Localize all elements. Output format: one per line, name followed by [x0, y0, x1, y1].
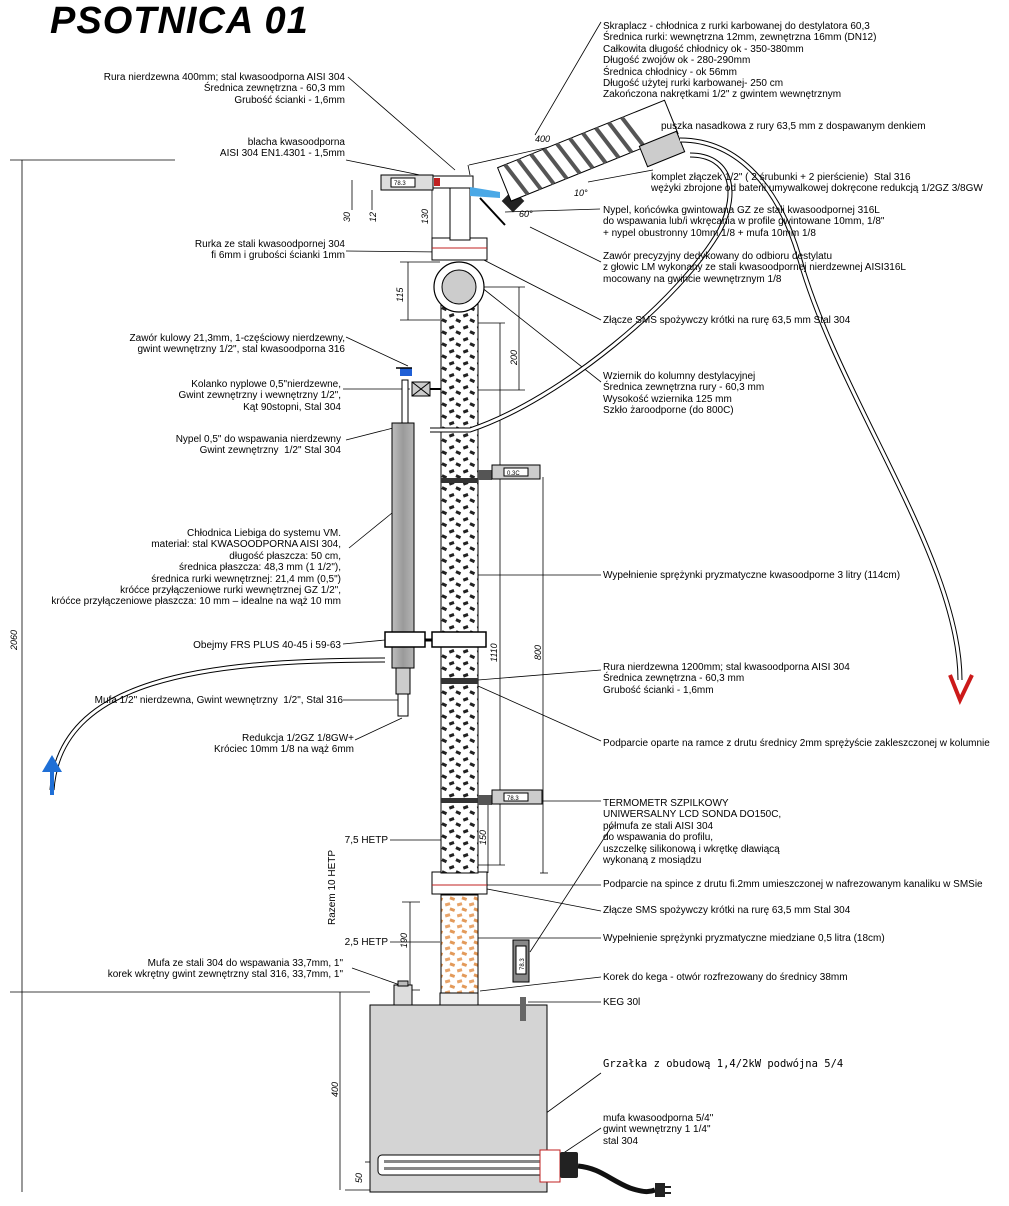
- main-column: [440, 297, 479, 874]
- dim-50: 50: [354, 1173, 364, 1183]
- label-mufa-half: Mufa 1/2" nierdzewna, Gwint wewnętrzny 1…: [94, 695, 343, 706]
- dim-400b: 400: [330, 1082, 340, 1097]
- thermometer-1: [478, 464, 541, 480]
- dim-400: 400: [535, 134, 550, 144]
- label-zawor-prec: Zawór precyzyjny dedykowany do odbioru d…: [603, 251, 906, 285]
- sms-coupling-lower: [431, 871, 488, 895]
- label-kolanko: Kolanko nyplowe 0,5"nierdzewne, Gwint ze…: [178, 379, 342, 413]
- label-rura-1200: Rura nierdzewna 1200mm; stal kwasoodporn…: [603, 662, 850, 696]
- label-wypelnienie-05: Wypełnienie sprężynki pryzmatyczne miedz…: [603, 933, 885, 944]
- dim-200: 200: [509, 350, 519, 366]
- dimension-lines: [10, 122, 637, 1192]
- label-mufa-stal: Mufa ze stali 304 do wspawania 33,7mm, 1…: [107, 958, 343, 981]
- label-liebig: Chłodnica Liebiga do systemu VM. materia…: [51, 528, 341, 608]
- label-wypelnienie-3: Wypełnienie sprężynki pryzmatyczne kwaso…: [603, 570, 901, 581]
- label-hetp-75: 7,5 HETP: [344, 835, 388, 846]
- label-rura-400: Rura nierdzewna 400mm; stal kwasoodporna…: [103, 72, 345, 106]
- thermometer-2: [478, 789, 543, 805]
- thermo-1-value: 0.3C: [507, 471, 520, 477]
- label-komplet: komplet złączek 1/2" ( 2 śrubunki + 2 pi…: [651, 172, 983, 195]
- dim-12: 12: [368, 212, 378, 222]
- leader-lines: [342, 21, 657, 1161]
- label-razem-hetp: Razem 10 HETP: [327, 850, 338, 925]
- dim-150: 150: [478, 830, 488, 845]
- distillate-flow: [470, 187, 500, 198]
- label-termometr: TERMOMETR SZPILKOWY UNIWERSALNY LCD SOND…: [603, 798, 782, 867]
- thermometer-head: [380, 174, 434, 191]
- water-out-arrow: [948, 674, 974, 705]
- label-puszka: puszka nasadkowa z rury 63,5 mm z dospaw…: [661, 121, 926, 132]
- label-korek: Korek do kega - otwór rozfrezowany do śr…: [603, 972, 848, 983]
- keg-thermometer-probe: [520, 997, 526, 1021]
- label-zawor-kulowy: Zawór kulowy 21,3mm, 1-częściowy nierdze…: [129, 333, 345, 356]
- label-wziernik: Wziernik do kolumny destylacyjnej Średni…: [603, 371, 765, 417]
- label-hetp-25: 2,5 HETP: [344, 937, 388, 948]
- label-podparcie-spinka: Podparcie na spince z drutu fi.2mm umies…: [603, 879, 983, 890]
- label-podparcie: Podparcie oparte na ramce z drutu średni…: [603, 738, 990, 749]
- label-nypel: Nypel 0,5" do wspawania nierdzewny Gwint…: [175, 434, 341, 457]
- label-obejmy: Obejmy FRS PLUS 40-45 i 59-63: [193, 640, 341, 651]
- thermo-head-value: 78.3: [394, 181, 406, 187]
- page-title: PSOTNICA 01: [50, 0, 309, 42]
- dimroth-condenser: [496, 99, 679, 202]
- dim-115: 115: [395, 287, 405, 302]
- label-redukcja: Redukcja 1/2GZ 1/8GW+ Króciec 10mm 1/8 n…: [213, 733, 354, 756]
- copper-packing-section: [440, 894, 479, 994]
- label-zlacze-1: Złącze SMS spożywczy krótki na rurę 63,5…: [603, 315, 851, 326]
- sms-coupling-upper: [431, 237, 488, 261]
- label-keg: KEG 30l: [603, 997, 641, 1008]
- thermo-keg-value: 78.3: [520, 958, 526, 970]
- upper-tube: [449, 184, 471, 241]
- clamp-left: [384, 631, 426, 648]
- dim-130: 130: [420, 209, 430, 224]
- dim-30: 30: [342, 212, 352, 222]
- label-skraplacz: Skraplacz - chłodnica z rurki karbowanej…: [603, 21, 877, 101]
- label-zlacze-2: Złącze SMS spożywczy krótki na rurę 63,5…: [603, 905, 851, 916]
- heater-element: [377, 1149, 671, 1197]
- dim-1110: 1110: [489, 643, 499, 662]
- label-rurka: Rurka ze stali kwasoodpornej 304 fi 6mm …: [194, 239, 345, 262]
- label-blacha: blacha kwasoodporna AISI 304 EN1.4301 - …: [219, 137, 345, 160]
- label-grzalka: Grzałka z obudową 1,4/2kW podwójna 5/4: [603, 1058, 844, 1070]
- thermo-2-value: 78.3: [507, 796, 519, 802]
- dim-190: 190: [399, 933, 409, 948]
- dim-60deg: 60°: [519, 209, 533, 219]
- thermometer-keg: [512, 939, 530, 983]
- clamp-right: [431, 631, 487, 648]
- dim-10deg: 10°: [574, 188, 588, 198]
- keg-plug: [393, 984, 413, 1006]
- dim-800: 800: [533, 645, 543, 660]
- label-mufa-54: mufa kwasoodporna 5/4" gwint wewnętrzny …: [603, 1113, 714, 1147]
- dim-2060: 2060: [9, 630, 19, 651]
- label-nypel-konc: Nypel, końcówka gwintowana GZ ze stali k…: [603, 205, 885, 239]
